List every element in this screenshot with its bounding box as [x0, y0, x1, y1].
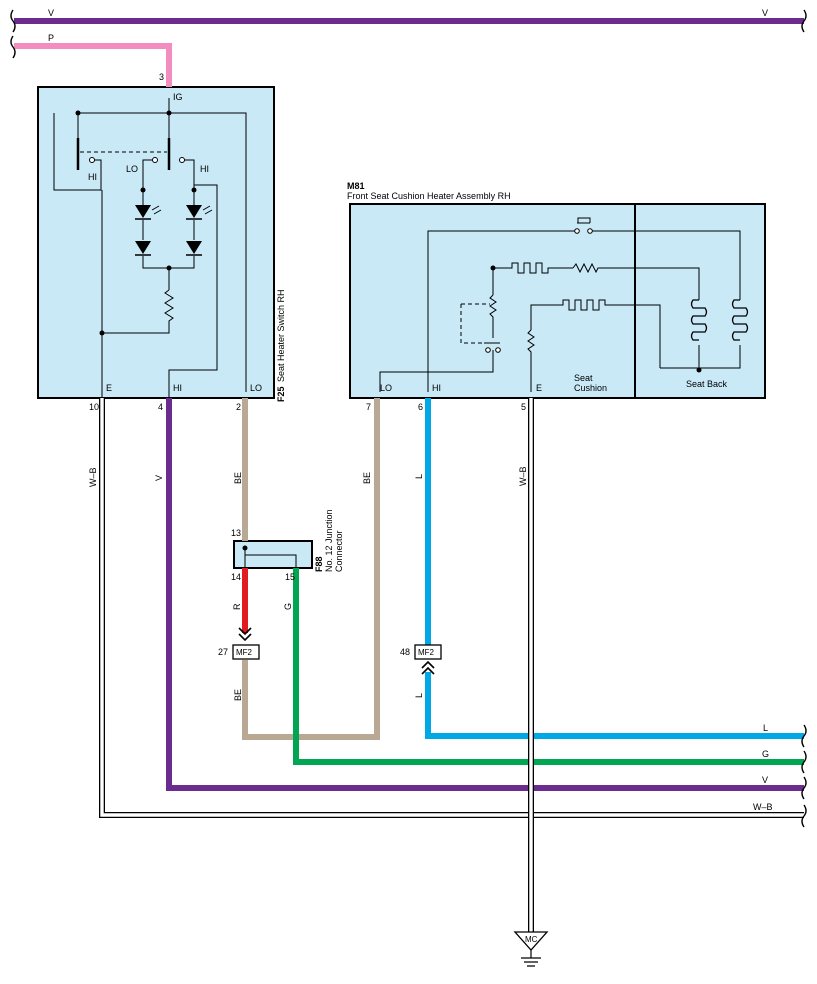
switch-pin-ig: IG [173, 92, 183, 102]
heater-pin-e: E [536, 383, 542, 393]
diode-hi [186, 241, 202, 256]
mf2-a-pin: 27 [218, 647, 228, 657]
wire-top-p [14, 43, 172, 87]
wire-label-r: R [232, 603, 242, 610]
wire-label-bot-wb: W–B [753, 802, 773, 812]
heater-code: M81 [347, 181, 365, 191]
switch-pin-hi: HI [173, 383, 182, 393]
diode-lo [135, 241, 151, 256]
wire-label-wb-mid: W–B [518, 466, 528, 486]
switch-pin-10: 10 [89, 402, 99, 412]
switch-label-hi-right: HI [200, 164, 209, 174]
mf2-a-label: MF2 [236, 648, 253, 657]
wire-label-bot-v: V [762, 775, 768, 785]
break-marks-right [801, 9, 807, 828]
wire-label-be-mid: BE [362, 472, 372, 484]
junction-code: F88 [314, 556, 324, 572]
seat-cushion-label-1: Seat [574, 373, 593, 383]
seat-heater-switch-box [37, 86, 275, 399]
switch-pin-3: 3 [159, 72, 164, 82]
ground-symbol [513, 931, 549, 967]
wire-label-top-v-right: V [762, 8, 768, 18]
indicator-led-lo [135, 205, 162, 220]
indicator-led-hi [186, 205, 213, 220]
heater-internal-circuit [379, 217, 741, 392]
wire-be-loop [242, 398, 380, 740]
junction-pin-13: 13 [231, 528, 241, 538]
wire-label-l-mid: L [414, 474, 424, 479]
wire-label-g: G [283, 603, 293, 610]
wire-label-top-p: P [48, 33, 54, 43]
switch-pin-e: E [106, 383, 112, 393]
wire-left-v [166, 398, 804, 791]
seat-back-coils [690, 299, 749, 341]
mf2-b-label: MF2 [418, 648, 435, 657]
wire-label-wb-left: W–B [88, 467, 98, 487]
ground-label: MC [525, 935, 538, 944]
wire-label-be-left: BE [233, 472, 243, 484]
seat-cushion-label-2: Cushion [574, 383, 607, 393]
heater-name: Front Seat Cushion Heater Assembly RH [347, 191, 511, 201]
wire-label-l-low: L [414, 693, 424, 698]
seat-back-heater-box [634, 203, 766, 399]
heater-pin-7: 7 [366, 402, 371, 412]
wire-label-bot-g: G [762, 749, 769, 759]
junction-pin-14: 14 [231, 572, 241, 582]
junction-name-2: Connector [334, 530, 344, 572]
switch-label-hi-left: HI [88, 172, 97, 182]
switch-name: Seat Heater Switch RH [276, 289, 286, 382]
switch-contacts [89, 157, 185, 163]
wire-wb-left [99, 398, 804, 818]
switch-pin-2: 2 [236, 402, 241, 412]
switch-label-lo: LO [126, 164, 138, 174]
heater-pin-5: 5 [521, 402, 526, 412]
wire-label-bot-l: L [763, 723, 768, 733]
junction-name-1: No. 12 Junction [324, 509, 334, 572]
heater-pin-hi: HI [432, 383, 441, 393]
break-marks-left [10, 9, 16, 59]
mf2-connector-a [232, 627, 260, 660]
mf2-connector-b [414, 644, 442, 675]
junction-pin-15: 15 [285, 572, 295, 582]
switch-nodes [75, 110, 197, 336]
switch-pin-4: 4 [158, 402, 163, 412]
mf2-b-pin: 48 [400, 647, 410, 657]
junction-internal [244, 548, 297, 568]
heater-pin-6: 6 [418, 402, 423, 412]
seat-back-label: Seat Back [686, 379, 728, 389]
wire-l-low [425, 672, 804, 739]
wire-label-be-low: BE [233, 689, 243, 701]
wire-label-top-v-left: V [48, 8, 54, 18]
heater-nodes [490, 265, 702, 373]
switch-pin-lo: LO [250, 383, 262, 393]
switch-code: F25 [276, 386, 286, 402]
heater-contacts [485, 228, 593, 353]
heater-pin-lo: LO [380, 383, 392, 393]
wire-g [293, 568, 804, 765]
wire-label-v-left: V [154, 475, 164, 481]
